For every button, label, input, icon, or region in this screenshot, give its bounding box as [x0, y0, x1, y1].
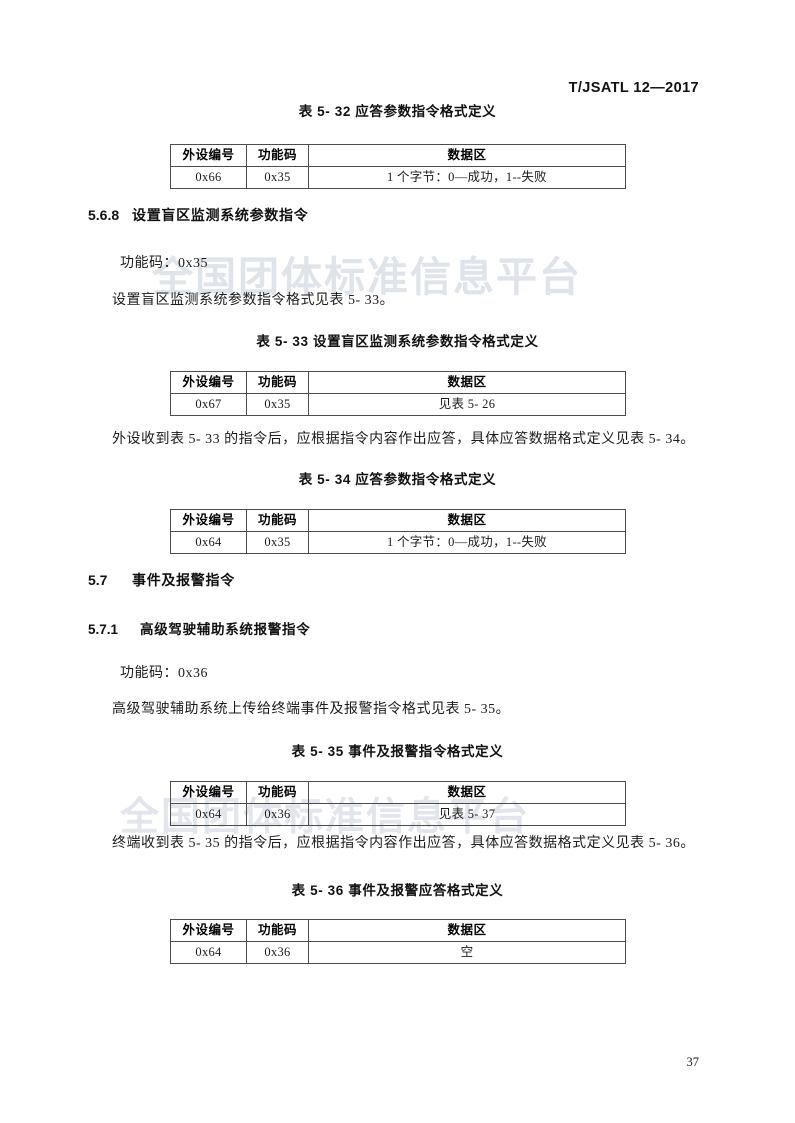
column-header-device-no: 外设编号: [170, 781, 247, 804]
cell-device-no: 0x64: [170, 803, 247, 826]
column-header-device-no: 外设编号: [170, 509, 247, 532]
heading-number: 5.7.1: [88, 622, 119, 637]
paragraph-response-reference-5-34: 外设收到表 5- 33 的指令后，应根据指令内容作出应答，具体应答数据格式定义见…: [112, 432, 695, 447]
heading-number: 5.6.8: [88, 207, 120, 223]
heading-5-7: 5.7 事件及报警指令: [88, 570, 235, 590]
cell-function-code: 0x36: [246, 941, 309, 964]
column-header-device-no: 外设编号: [170, 144, 247, 167]
column-header-function-code: 功能码: [246, 509, 309, 532]
column-header-data-area: 数据区: [308, 781, 626, 804]
table-5-34: 外设编号 功能码 数据区 0x64 0x35 1 个字节：0—成功，1--失败: [170, 509, 626, 554]
column-header-function-code: 功能码: [246, 144, 309, 167]
table-5-35: 外设编号 功能码 数据区 0x64 0x36 见表 5- 37: [170, 781, 626, 826]
column-header-device-no: 外设编号: [170, 371, 247, 394]
table-row: 0x64 0x35 1 个字节：0—成功，1--失败: [170, 531, 626, 554]
column-header-device-no: 外设编号: [170, 919, 247, 942]
paragraph-response-reference-5-36: 终端收到表 5- 35 的指令后，应根据指令内容作出应答，具体应答数据格式定义见…: [112, 836, 695, 851]
table-caption-5-35: 表 5- 35 事件及报警指令格式定义: [291, 744, 504, 759]
table-row: 0x64 0x36 空: [170, 941, 626, 964]
table-caption-5-33: 表 5- 33 设置盲区监测系统参数指令格式定义: [256, 334, 539, 349]
table-5-36: 外设编号 功能码 数据区 0x64 0x36 空: [170, 919, 626, 964]
table-header-row: 外设编号 功能码 数据区: [170, 144, 626, 167]
document-header-standard-id: T/JSATL 12—2017: [568, 80, 699, 96]
cell-device-no: 0x66: [170, 166, 247, 189]
heading-number: 5.7: [88, 572, 108, 588]
table-row: 0x64 0x36 见表 5- 37: [170, 803, 626, 826]
heading-5-7-1: 5.7.1 高级驾驶辅助系统报警指令: [88, 618, 310, 638]
table-row: 0x66 0x35 1 个字节：0—成功，1--失败: [170, 166, 626, 189]
table-caption-5-32: 表 5- 32 应答参数指令格式定义: [298, 104, 497, 119]
table-header-row: 外设编号 功能码 数据区: [170, 509, 626, 532]
page-number: 37: [686, 1055, 700, 1069]
column-header-data-area: 数据区: [308, 144, 626, 167]
cell-function-code: 0x35: [246, 531, 309, 554]
column-header-function-code: 功能码: [246, 371, 309, 394]
cell-data-area: 空: [308, 941, 626, 964]
table-5-32: 外设编号 功能码 数据区 0x66 0x35 1 个字节：0—成功，1--失败: [170, 144, 626, 189]
heading-title: 设置盲区监测系统参数指令: [132, 207, 309, 223]
column-header-function-code: 功能码: [246, 781, 309, 804]
table-header-row: 外设编号 功能码 数据区: [170, 781, 626, 804]
column-header-data-area: 数据区: [308, 509, 626, 532]
table-caption-5-36: 表 5- 36 事件及报警应答格式定义: [291, 883, 504, 898]
cell-function-code: 0x35: [246, 166, 309, 189]
table-row: 0x67 0x35 见表 5- 26: [170, 393, 626, 416]
table-caption-5-34: 表 5- 34 应答参数指令格式定义: [298, 472, 497, 487]
cell-data-area: 1 个字节：0—成功，1--失败: [308, 166, 626, 189]
cell-function-code: 0x36: [246, 803, 309, 826]
heading-5-6-8: 5.6.8 设置盲区监测系统参数指令: [88, 205, 308, 225]
table-header-row: 外设编号 功能码 数据区: [170, 371, 626, 394]
column-header-data-area: 数据区: [308, 919, 626, 942]
cell-data-area: 见表 5- 26: [308, 393, 626, 416]
cell-data-area: 1 个字节：0—成功，1--失败: [308, 531, 626, 554]
cell-data-area: 见表 5- 37: [308, 803, 626, 826]
cell-device-no: 0x64: [170, 531, 247, 554]
paragraph-format-reference-5-35: 高级驾驶辅助系统上传给终端事件及报警指令格式见表 5- 35。: [112, 702, 511, 717]
column-header-data-area: 数据区: [308, 371, 626, 394]
paragraph-function-code-0x36: 功能码：0x36: [120, 666, 208, 681]
cell-function-code: 0x35: [246, 393, 309, 416]
paragraph-format-reference-5-33: 设置盲区监测系统参数指令格式见表 5- 33。: [112, 293, 395, 308]
heading-title: 事件及报警指令: [132, 572, 235, 588]
cell-device-no: 0x67: [170, 393, 247, 416]
table-header-row: 外设编号 功能码 数据区: [170, 919, 626, 942]
cell-device-no: 0x64: [170, 941, 247, 964]
heading-title: 高级驾驶辅助系统报警指令: [140, 622, 311, 637]
table-5-33: 外设编号 功能码 数据区 0x67 0x35 见表 5- 26: [170, 371, 626, 416]
paragraph-function-code-0x35: 功能码：0x35: [120, 256, 208, 271]
column-header-function-code: 功能码: [246, 919, 309, 942]
